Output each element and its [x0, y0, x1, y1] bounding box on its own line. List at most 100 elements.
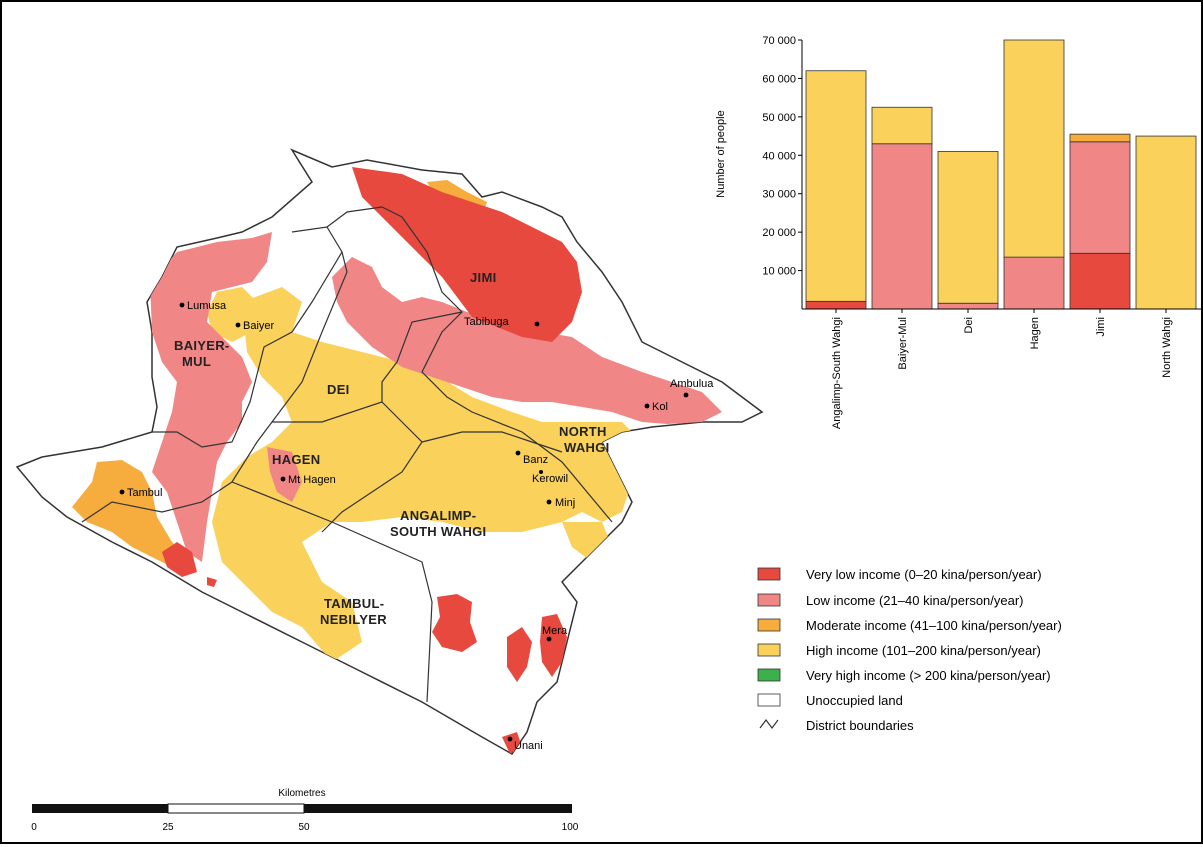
legend-label-high: High income (101–200 kina/person/year) — [806, 643, 1041, 658]
svg-text:Kerowil: Kerowil — [532, 473, 568, 485]
income-bar-chart: Number of people 10 000 20 000 30 000 40 00… — [715, 35, 1203, 429]
x-category-label: Baiyer-Mul — [897, 317, 909, 370]
bar-segment-low — [937, 302, 999, 310]
district-dei: DEI — [327, 382, 350, 397]
legend-boundaries: District boundaries — [759, 718, 914, 733]
very-low-income-zone — [507, 627, 532, 682]
bar-segment-high — [937, 151, 999, 304]
district-boundaries — [81, 206, 613, 703]
legend-high: High income (101–200 kina/person/year) — [757, 643, 1041, 658]
svg-text:Mt Hagen: Mt Hagen — [288, 474, 336, 486]
y-tick-label: 20 000 — [762, 227, 796, 239]
district-labels: JIMI BAIYER- MUL DEI HAGEN NORTH WAHGI A… — [174, 270, 609, 627]
income-zones — [72, 167, 722, 754]
x-category-label: Angalimp-South Wahgi — [831, 317, 843, 429]
legend-low: Low income (21–40 kina/person/year) — [757, 593, 1024, 608]
bar-segment-very-low — [805, 300, 867, 310]
town-baiyer: Baiyer — [235, 320, 275, 332]
town-kerowil: Kerowil — [532, 470, 568, 485]
very-low-income-zone — [207, 577, 217, 587]
low-income-zone — [267, 447, 302, 502]
legend-unoccupied: Unoccupied land — [757, 693, 903, 708]
legend-swatch-moderate — [757, 618, 781, 632]
town-mera: Mera — [542, 625, 568, 642]
svg-text:Lumusa: Lumusa — [187, 300, 227, 312]
very-low-income-zone — [352, 167, 582, 342]
legend-very-low: Very low income (0–20 kina/person/year) — [757, 567, 1042, 582]
scale-tick-50: 50 — [298, 822, 310, 833]
town-tabibuga: Tabibuga — [464, 316, 540, 328]
x-category-label: North Wahgi — [1161, 317, 1173, 378]
legend-swatch-low — [757, 593, 781, 607]
legend-swatch-very-low — [757, 567, 781, 581]
svg-text:Tabibuga: Tabibuga — [464, 316, 510, 328]
very-low-income-zone — [540, 614, 567, 677]
svg-text:Banz: Banz — [523, 454, 548, 466]
high-income-zone — [212, 287, 642, 662]
y-tick-label: 30 000 — [762, 189, 796, 201]
scale-tick-0: 0 — [31, 822, 37, 833]
town-tambul: Tambul — [119, 487, 162, 499]
bar-segment-very-low — [1069, 252, 1131, 310]
very-low-income-zone — [162, 542, 197, 577]
boundary-line-icon — [759, 719, 779, 729]
bar-segment-high — [1003, 39, 1065, 258]
town-minj: Minj — [546, 497, 575, 509]
town-ambulua: Ambulua — [670, 378, 714, 398]
chart-bars — [805, 39, 1203, 310]
district-tambul-nebilyer-2: NEBILYER — [320, 612, 387, 627]
district-angalimp: ANGALIMP- — [400, 508, 476, 523]
y-tick-label: 40 000 — [762, 150, 796, 162]
bar-segment-high — [1135, 135, 1197, 310]
legend-label-low: Low income (21–40 kina/person/year) — [806, 593, 1024, 608]
x-category-label: Dei — [963, 317, 975, 334]
svg-text:Tambul: Tambul — [127, 487, 162, 499]
legend-swatch-unoccupied — [757, 693, 781, 707]
svg-text:Kol: Kol — [652, 401, 668, 413]
legend-moderate: Moderate income (41–100 kina/person/year… — [757, 618, 1062, 633]
district-baiyer-mul: BAIYER- — [174, 338, 230, 353]
chart-y-axis-label: Number of people — [715, 110, 727, 197]
moderate-income-zone — [72, 460, 192, 567]
svg-text:Minj: Minj — [555, 497, 575, 509]
low-income-zone — [150, 232, 272, 562]
scale-segment-25-50 — [167, 803, 305, 814]
legend-swatch-very-high — [757, 668, 781, 682]
y-tick-label: 60 000 — [762, 73, 796, 85]
district-jimi: JIMI — [470, 270, 496, 285]
scale-tick-25: 25 — [162, 822, 174, 833]
very-low-income-zone — [432, 594, 477, 652]
svg-text:Mera: Mera — [542, 625, 568, 637]
town-lumusa: Lumusa — [179, 300, 227, 312]
y-tick-label: 10 000 — [762, 266, 796, 278]
towns: Lumusa Baiyer Tabibuga Ambulua Kol Banz … — [119, 300, 714, 752]
bar-segment-low — [871, 143, 933, 310]
bar-segment-high — [805, 70, 867, 302]
x-category-label: Jimi — [1095, 317, 1107, 337]
svg-text:Baiyer: Baiyer — [243, 320, 275, 332]
bar-segment-high — [871, 106, 933, 145]
district-north-wahgi: NORTH — [559, 424, 607, 439]
legend-label-very-low: Very low income (0–20 kina/person/year) — [806, 567, 1042, 582]
scale-bar-title: Kilometres — [278, 788, 325, 799]
legend-label-moderate: Moderate income (41–100 kina/person/year… — [806, 618, 1062, 633]
district-angalimp-2: SOUTH WAHGI — [390, 524, 486, 539]
legend: Very low income (0–20 kina/person/year) … — [757, 567, 1062, 733]
x-category-label: Hagen — [1029, 317, 1041, 349]
legend-label-unoccupied: Unoccupied land — [806, 693, 903, 708]
bar-segment-moderate — [1069, 133, 1131, 143]
district-baiyer-mul-2: MUL — [182, 354, 211, 369]
scale-tick-100: 100 — [562, 822, 579, 833]
town-kol: Kol — [644, 401, 668, 413]
bar-segment-low — [1003, 256, 1065, 310]
scale-segment-0-25 — [32, 804, 168, 813]
svg-text:Unani: Unani — [514, 740, 543, 752]
scale-bar: Kilometres 0 25 50 100 — [31, 788, 579, 833]
legend-very-high: Very high income (> 200 kina/person/year… — [757, 668, 1051, 683]
svg-text:Ambulua: Ambulua — [670, 378, 714, 390]
legend-swatch-high — [757, 643, 781, 657]
bar-segment-low — [1069, 141, 1131, 254]
town-mt-hagen: Mt Hagen — [280, 474, 336, 486]
